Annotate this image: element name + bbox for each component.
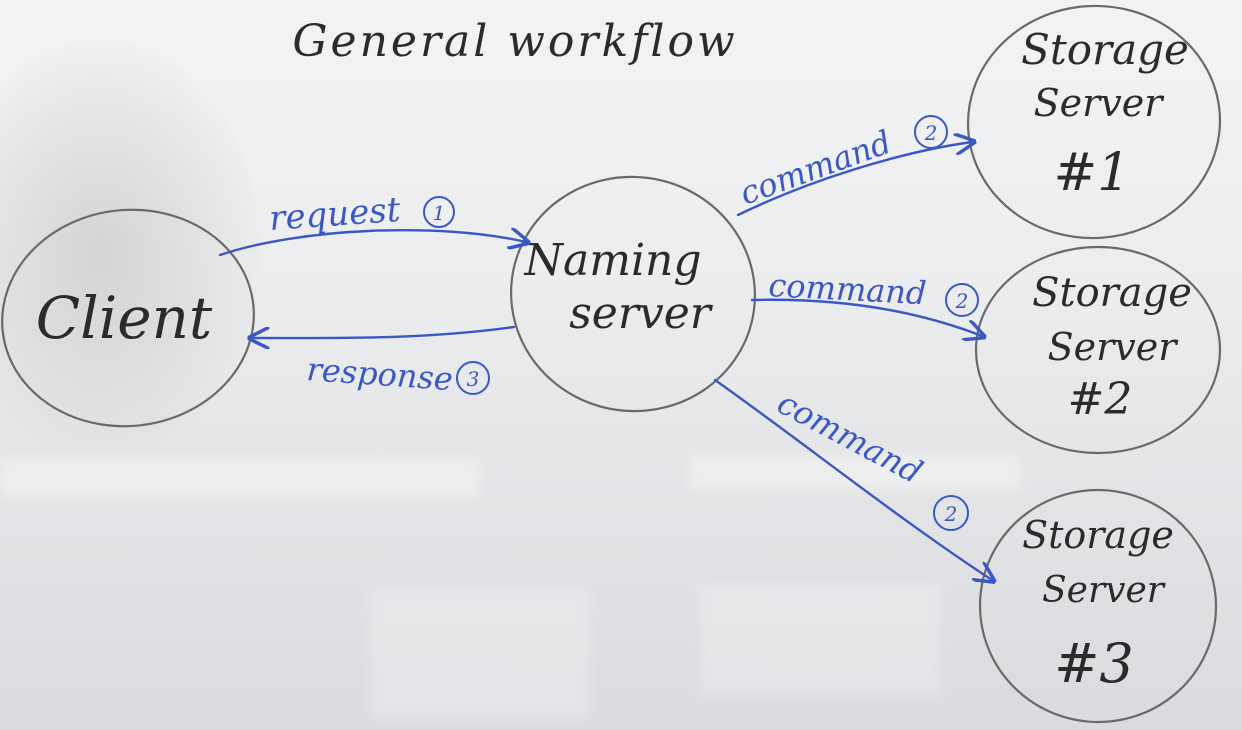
command-1-step-number: 2 — [924, 121, 938, 145]
command-2-step-circle — [945, 283, 979, 317]
storage-server-1-label-line3: #1 — [1054, 143, 1131, 203]
window-reflection-bottom-right — [700, 585, 940, 695]
response-step-circle — [456, 361, 490, 395]
window-reflection-left — [0, 458, 480, 498]
command-arrow-3 — [713, 378, 992, 580]
command-2-step-number: 2 — [955, 289, 969, 313]
command-3-step-number: 2 — [944, 502, 958, 526]
command-arrow-2 — [750, 298, 982, 336]
command-3-step-circle — [933, 495, 969, 531]
storage-server-2-label-line3: #2 — [1068, 374, 1133, 425]
storage-server-2-node — [974, 245, 1222, 455]
response-arrow — [252, 325, 516, 338]
command-2-label: command — [768, 266, 928, 312]
storage-server-1-label-line2: Server — [1034, 81, 1166, 125]
request-step-number: 1 — [433, 201, 446, 225]
storage-server-3-node — [978, 488, 1218, 724]
diagram-title: General workflow — [292, 16, 737, 67]
request-label: request — [268, 190, 402, 239]
storage-server-2-label-line2: Server — [1048, 325, 1180, 369]
naming-server-label-line1: Naming — [523, 235, 701, 286]
storage-server-3-label-line2: Server — [1042, 570, 1166, 611]
command-1-label: command — [735, 123, 897, 213]
storage-server-1-label-line1: Storage — [1021, 25, 1189, 74]
command-arrow-1 — [736, 142, 972, 217]
response-step-number: 3 — [467, 367, 480, 391]
window-reflection-bottom — [370, 590, 590, 720]
client-node — [1, 208, 255, 428]
client-label: Client — [36, 284, 213, 352]
storage-server-2-label-line1: Storage — [1032, 270, 1192, 316]
request-step-circle — [423, 196, 455, 228]
eraser-smudge — [0, 40, 260, 460]
naming-server-node — [509, 175, 757, 413]
response-label: response — [305, 350, 454, 398]
storage-server-3-label-line3: #3 — [1054, 632, 1134, 695]
storage-server-1-node — [966, 4, 1222, 240]
naming-server-label-line2: server — [569, 288, 714, 339]
command-1-step-circle — [914, 115, 948, 149]
request-arrow — [218, 230, 526, 257]
storage-server-3-label-line1: Storage — [1022, 513, 1174, 557]
